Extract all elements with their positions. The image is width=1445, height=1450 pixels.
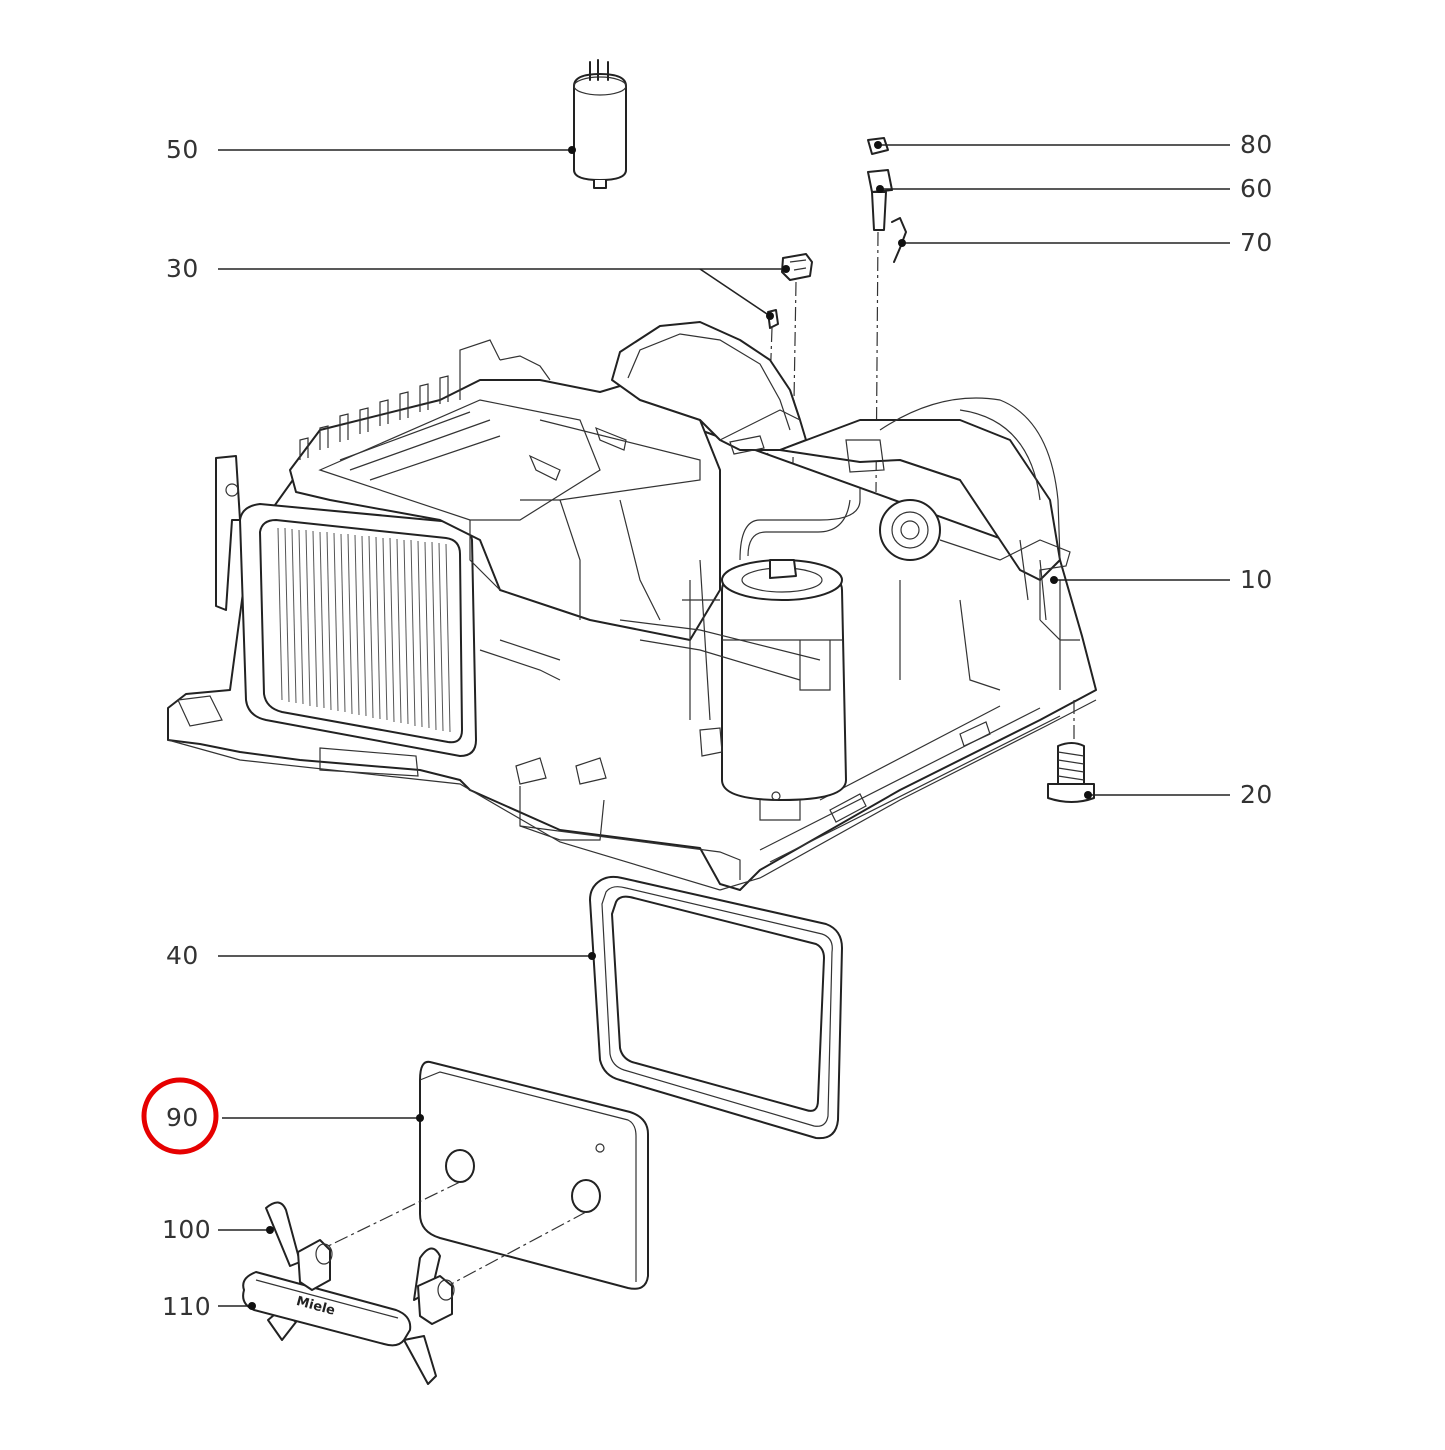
callout-20[interactable]: 20	[1240, 780, 1273, 809]
part-100-110-holder: Miele	[242, 1181, 587, 1385]
callout-80[interactable]: 80	[1240, 130, 1273, 159]
part-40-seal	[589, 875, 843, 1140]
callout-30[interactable]: 30	[166, 254, 199, 283]
leader-lines	[218, 141, 1230, 1310]
part-90-filter	[419, 1060, 649, 1290]
part-20-foot-screw	[1047, 700, 1095, 803]
highlight-circle	[141, 1077, 219, 1155]
callout-50[interactable]: 50	[166, 135, 199, 164]
callout-110[interactable]: 110	[162, 1292, 211, 1321]
callout-60[interactable]: 60	[1240, 174, 1273, 203]
callout-labels: 50 30 80 60 70 10 20 40 90 100 110	[162, 130, 1273, 1321]
part-50-capacitor	[573, 59, 627, 189]
callout-10[interactable]: 10	[1240, 565, 1273, 594]
callout-70[interactable]: 70	[1240, 228, 1273, 257]
part-10-chassis	[167, 321, 1097, 891]
condenser-grille	[277, 527, 451, 733]
callout-90[interactable]: 90	[166, 1103, 199, 1132]
callout-40[interactable]: 40	[166, 941, 199, 970]
callout-100[interactable]: 100	[162, 1215, 211, 1244]
part-80-60-70-sensor	[867, 137, 907, 493]
